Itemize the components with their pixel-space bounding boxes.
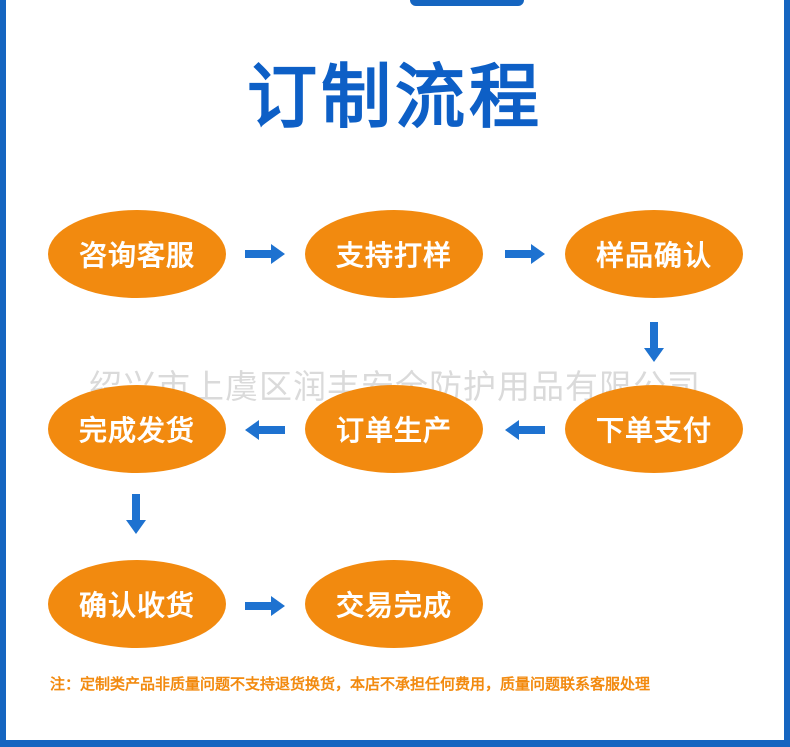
page-title: 订制流程	[247, 56, 543, 138]
footer-note: 注：定制类产品非质量问题不支持退货换货，本店不承担任何费用，质量问题联系客服处理	[50, 675, 651, 693]
step-complete-shipping: 完成发货	[48, 385, 226, 473]
arrow-left-icon	[505, 420, 545, 440]
step-support-sample: 支持打样	[305, 210, 483, 298]
step-sample-confirm: 样品确认	[565, 210, 743, 298]
step-confirm-receipt: 确认收货	[48, 560, 226, 648]
arrow-left-icon	[245, 420, 285, 440]
step-order-payment: 下单支付	[565, 385, 743, 473]
top-tab-decoration	[410, 0, 524, 6]
step-order-production: 订单生产	[305, 385, 483, 473]
arrow-right-icon	[245, 244, 285, 264]
arrow-right-icon	[505, 244, 545, 264]
arrow-down-icon	[644, 322, 664, 362]
arrow-down-icon	[126, 494, 146, 534]
step-consult-service: 咨询客服	[48, 210, 226, 298]
arrow-right-icon	[245, 596, 285, 616]
step-transaction-complete: 交易完成	[305, 560, 483, 648]
